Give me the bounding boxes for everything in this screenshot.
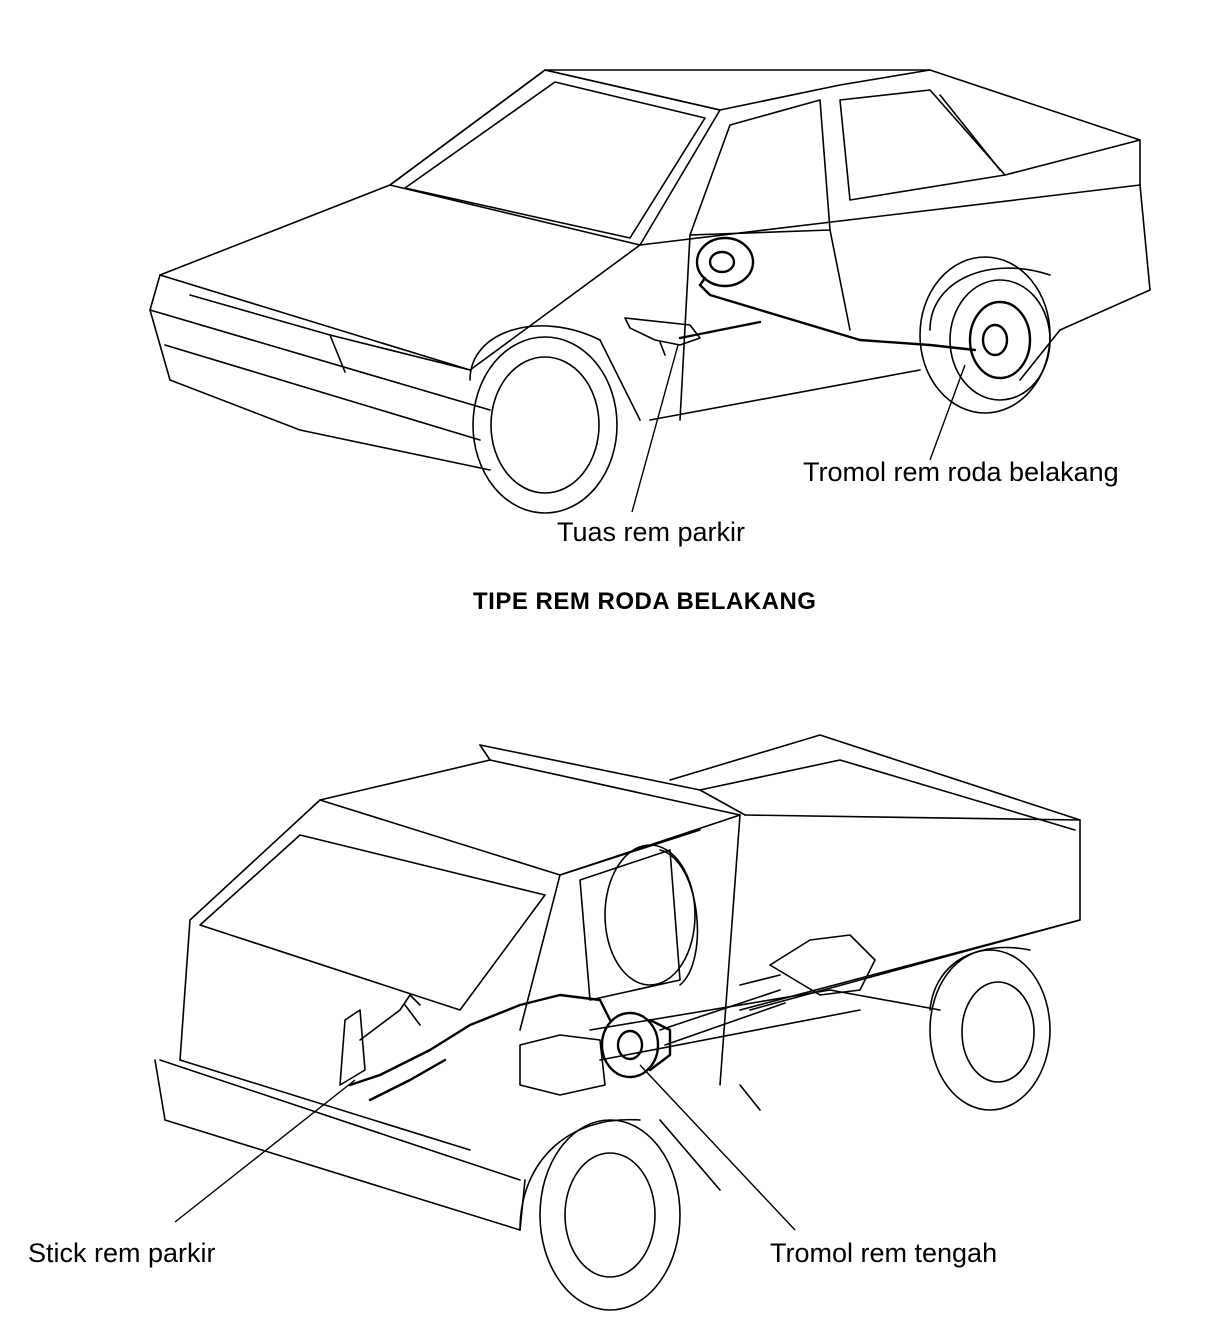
sedan-front-wheel — [469, 325, 641, 514]
leader-rear-drum — [929, 364, 966, 461]
truck-driveshaft — [659, 934, 876, 1046]
leader-stick — [174, 1079, 356, 1223]
label-parking-lever: Tuas rem parkir — [557, 517, 746, 547]
sedan-brake-cable — [678, 276, 977, 352]
caption-top: TIPE REM RODA BELAKANG — [473, 588, 817, 615]
truck-brake-cable — [348, 993, 612, 1102]
truck-center-drum — [600, 1011, 672, 1079]
label-parking-stick: Stick rem parkir — [28, 1238, 216, 1268]
sedan-parking-lever — [624, 317, 701, 356]
label-center-drum: Tromol rem tengah — [770, 1238, 998, 1268]
sedan-rear-wheel — [919, 256, 1051, 414]
truck-spare-wheel — [604, 844, 699, 986]
sedan-rear-drum-left — [695, 236, 755, 288]
leader-center-drum — [639, 1064, 796, 1231]
truck-transmission — [519, 1034, 606, 1096]
truck-parking-stick — [339, 994, 421, 1086]
sedan-body — [149, 69, 1151, 471]
truck-rear-wheel — [929, 946, 1051, 1111]
truck-front-wheel — [519, 1118, 721, 1311]
sedan-rear-drum — [968, 300, 1032, 380]
leader-lever — [631, 344, 679, 513]
label-rear-drum: Tromol rem roda belakang — [803, 457, 1119, 487]
